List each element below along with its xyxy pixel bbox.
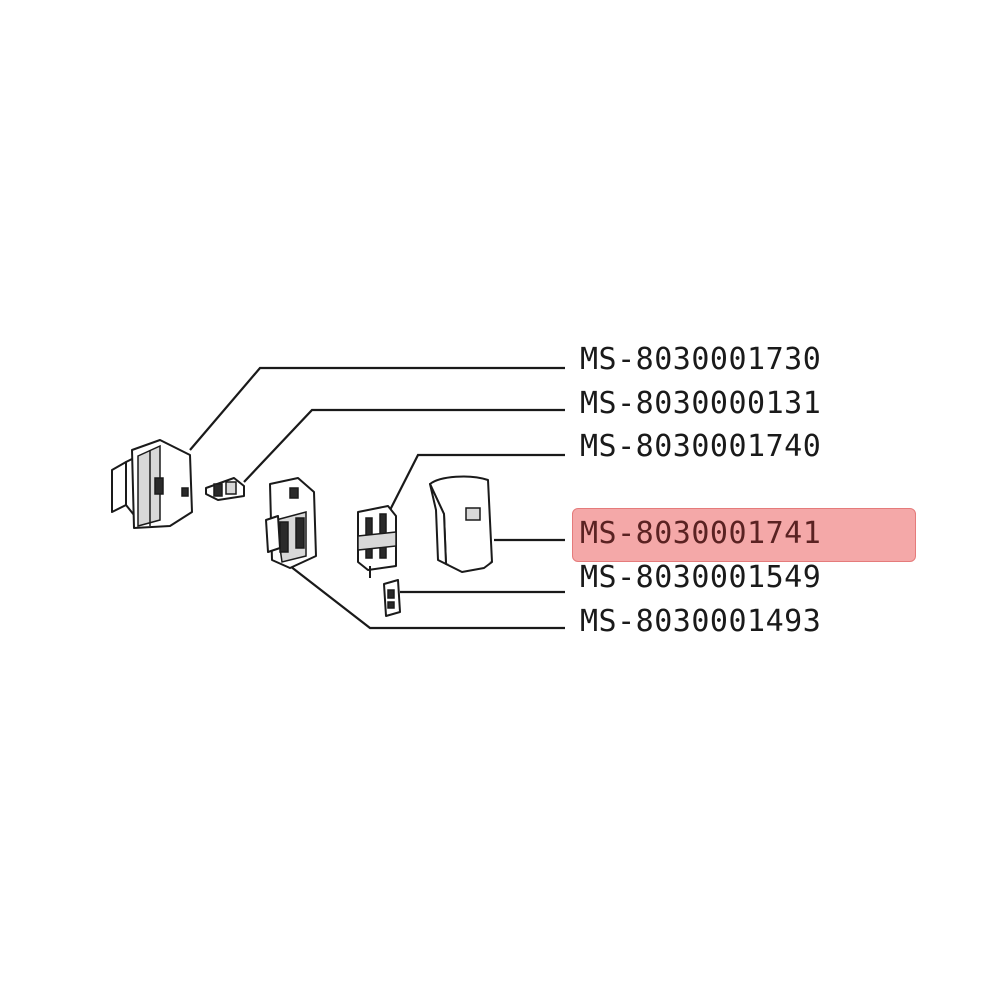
part-label-6[interactable]: MS-8030001493 [580,604,822,639]
selected-part-highlight [572,508,916,562]
leader-line-part-6 [289,565,565,630]
leader-line-part-3 [387,453,565,515]
part-pin [205,477,245,501]
leader-line-part-1 [189,366,565,451]
part-latch-body [265,477,317,569]
part-label-3[interactable]: MS-8030001740 [580,429,822,464]
leader-line-part-2 [243,408,565,483]
part-cover [429,475,493,573]
part-label-4-selected[interactable]: MS-8030001741 [580,516,822,551]
part-label-1[interactable]: MS-8030001730 [580,342,822,377]
part-latch-mechanism [357,505,397,578]
leader-lines [189,366,565,630]
part-handle-bracket [111,439,193,529]
part-label-5[interactable]: MS-8030001549 [580,560,822,595]
part-label-2[interactable]: MS-8030000131 [580,386,822,421]
part-small-tab [383,579,401,617]
